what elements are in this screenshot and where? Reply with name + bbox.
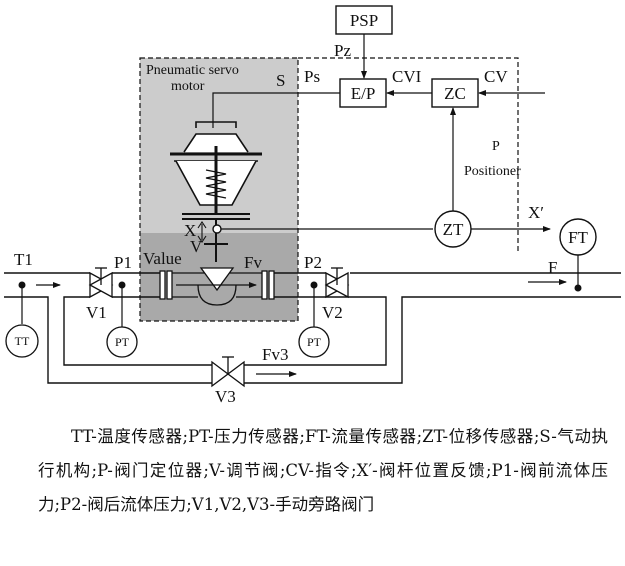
stroke-arrow-icon — [197, 221, 207, 243]
caption-text: TT-温度传感器;PT-压力传感器;FT-流量传感器;ZT-位移传感器;S-气动… — [38, 427, 608, 514]
tt-sensor — [5, 324, 39, 358]
p2-label: P2 — [304, 253, 322, 272]
control-valve-diagram: PSP Pz E/P ZC CV CVI Ps Pneumatic servo … — [4, 5, 621, 406]
stem-feedback-point — [212, 224, 222, 234]
ep-box — [339, 78, 387, 108]
figure-caption: TT-温度传感器;PT-压力传感器;FT-流量传感器;ZT-位移传感器;S-气动… — [38, 420, 608, 522]
zt-label: ZT — [443, 220, 464, 239]
psp-label: PSP — [350, 11, 378, 30]
x-prime-label: X′ — [528, 203, 544, 222]
pt2-label: PT — [307, 335, 322, 349]
ft-tap-point — [574, 284, 582, 292]
pt1-sensor — [106, 326, 138, 358]
v3-valve-icon — [211, 356, 245, 388]
actuator-outline — [139, 57, 299, 322]
v1-valve-icon — [88, 267, 114, 299]
v3-label: V3 — [215, 387, 236, 406]
fv3-label: Fv3 — [262, 345, 288, 364]
zc-box — [431, 78, 479, 108]
v1-label: V1 — [86, 303, 107, 322]
servo-label-line1: Pneumatic servo — [146, 63, 239, 78]
positioner-label: Positioner — [464, 164, 521, 179]
s-label: S — [276, 71, 285, 90]
pz-label: Pz — [334, 41, 351, 60]
ps-line — [212, 92, 340, 128]
f-label: F — [548, 258, 557, 277]
v2-valve-icon — [324, 267, 350, 299]
cvi-label: CVI — [392, 67, 422, 86]
x-label: X — [184, 221, 196, 240]
pt2-sensor — [298, 326, 330, 358]
control-valve-body — [172, 267, 262, 306]
v-label: V — [190, 237, 203, 256]
positioner-outline — [298, 57, 519, 253]
ep-label: E/P — [351, 84, 376, 103]
t1-label: T1 — [14, 250, 33, 269]
p1-label: P1 — [114, 253, 132, 272]
p-label: P — [492, 139, 500, 154]
value-label: Value — [143, 249, 182, 268]
cv-label: CV — [484, 67, 508, 86]
v2-label: V2 — [322, 303, 343, 322]
ps-label: Ps — [304, 67, 320, 86]
main-pipe — [4, 272, 621, 384]
pt1-label: PT — [115, 335, 130, 349]
fv-label: Fv — [244, 253, 262, 272]
valve-flanges — [159, 270, 275, 300]
actuator-diaphragm — [170, 121, 262, 262]
servo-label-line2: motor — [171, 79, 205, 94]
zc-label: ZC — [444, 84, 466, 103]
tt-label: TT — [15, 334, 30, 348]
psp-box — [335, 5, 393, 35]
ft-label: FT — [568, 228, 588, 247]
